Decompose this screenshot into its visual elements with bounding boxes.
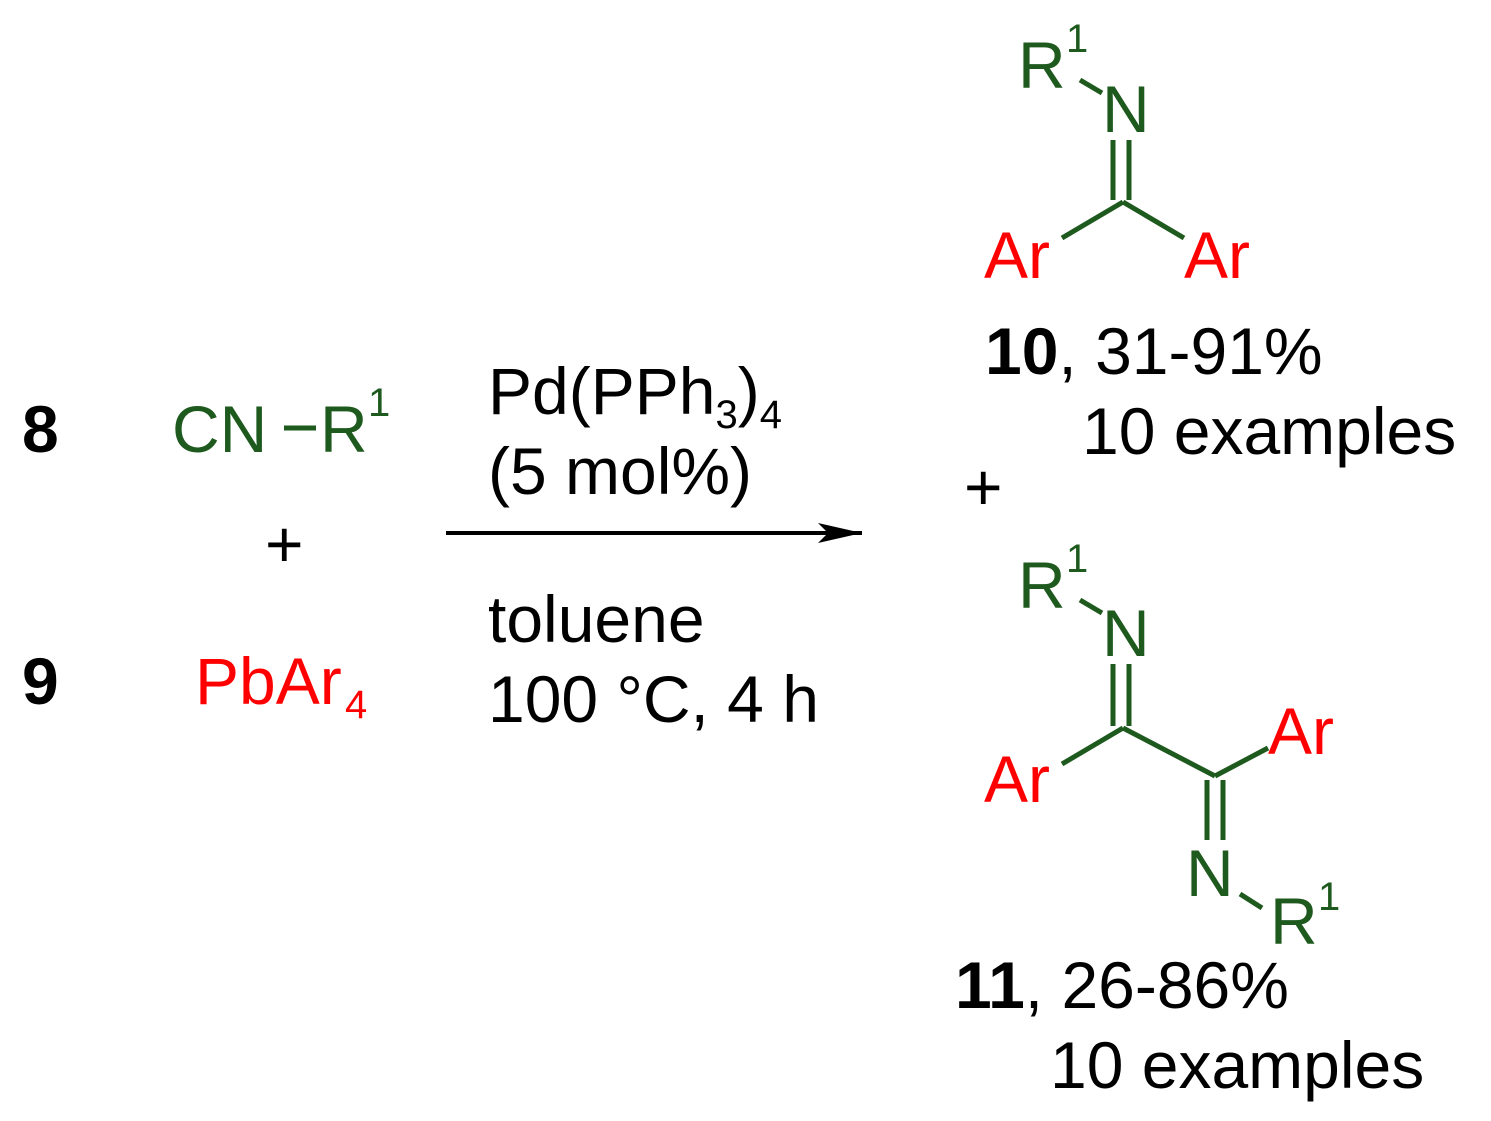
product-10-ar-right: Ar bbox=[1184, 218, 1250, 292]
product-11-examples: 10 examples bbox=[1050, 1028, 1424, 1102]
compound-8-isocyanide: CN R 1 bbox=[172, 381, 390, 466]
product-10-r-label: R bbox=[1018, 28, 1066, 102]
product-10-c-ar-left-bond bbox=[1060, 199, 1125, 241]
product-10-r-n-bond bbox=[1078, 77, 1104, 96]
isocyanide-r-label: R bbox=[320, 392, 368, 466]
product-10-c-ar-right-bond bbox=[1121, 199, 1186, 241]
product-11-yield: , 26-86% bbox=[1025, 948, 1289, 1022]
product-11-structure: R 1 N Ar Ar N R 1 bbox=[984, 537, 1340, 958]
catalyst-sub-3: 3 bbox=[715, 393, 737, 437]
product-10-number: 10 bbox=[985, 314, 1058, 388]
product-10-examples: 10 examples bbox=[1082, 394, 1456, 468]
product-11-ar-left: Ar bbox=[984, 742, 1050, 816]
reaction-conditions: Pd(PPh3)4 (5 mol%) toluene 100 °C, 4 h bbox=[488, 354, 819, 736]
product-11-n-top-label: N bbox=[1102, 596, 1150, 670]
product-11-r-bottom-label: R bbox=[1270, 884, 1318, 958]
product-11-caption: 11, 26-86% bbox=[955, 948, 1289, 1022]
catalyst-sub-4: 4 bbox=[760, 393, 782, 437]
temperature-time-label: 100 °C, 4 h bbox=[488, 662, 819, 736]
product-plus-sign: + bbox=[964, 450, 1003, 524]
product-11-number: 11 bbox=[955, 948, 1025, 1022]
product-11-r-n-top-bond bbox=[1078, 597, 1104, 616]
product-11-n-r-bottom-bond bbox=[1238, 891, 1264, 911]
pbar-subscript: 4 bbox=[345, 683, 367, 727]
product-11-r-top-superscript: 1 bbox=[1066, 537, 1088, 581]
product-11-r-bottom-superscript: 1 bbox=[1318, 875, 1340, 919]
compound-9-number: 9 bbox=[22, 644, 59, 718]
pbar-label: PbAr bbox=[195, 644, 342, 718]
product-11-c2-ar-right-bond bbox=[1213, 745, 1270, 779]
catalyst-loading: (5 mol%) bbox=[488, 434, 752, 508]
reactant-plus-sign: + bbox=[265, 507, 304, 581]
catalyst-main: Pd(PPh bbox=[488, 354, 715, 428]
product-11-c1-ar-left-bond bbox=[1060, 725, 1125, 767]
product-10-structure: R 1 N Ar Ar bbox=[984, 17, 1250, 292]
product-11-ar-right: Ar bbox=[1268, 694, 1334, 768]
compound-8-number: 8 bbox=[22, 392, 59, 466]
product-10-n-label: N bbox=[1102, 72, 1150, 146]
product-11-c1-c2-bond bbox=[1121, 725, 1217, 779]
compound-9-tetraaryllead: PbAr 4 bbox=[195, 644, 367, 727]
catalyst-label: Pd(PPh3)4 bbox=[488, 354, 782, 437]
product-10-caption: 10, 31-91% bbox=[985, 314, 1323, 388]
isocyanide-cn-label: CN bbox=[172, 392, 267, 466]
product-10-ar-left: Ar bbox=[984, 218, 1050, 292]
catalyst-close-paren: ) bbox=[738, 354, 760, 428]
product-11-r-top-label: R bbox=[1018, 548, 1066, 622]
solvent-label: toluene bbox=[488, 582, 705, 656]
product-10-r-superscript: 1 bbox=[1066, 17, 1088, 61]
isocyanide-r-superscript: 1 bbox=[368, 381, 390, 425]
product-10-yield: , 31-91% bbox=[1058, 314, 1322, 388]
product-11-n-bottom-label: N bbox=[1186, 836, 1234, 910]
